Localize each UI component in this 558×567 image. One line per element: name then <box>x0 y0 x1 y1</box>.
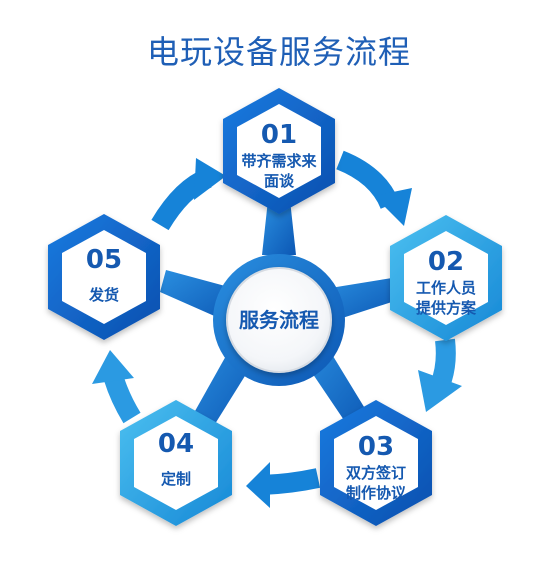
arrow-heads <box>92 158 462 508</box>
step-02-number: 02 <box>428 247 464 277</box>
spoke-to-01 <box>262 200 296 255</box>
arrow-02-to-03 <box>430 338 456 389</box>
step-01-label-line1: 带齐需求来 <box>241 152 317 170</box>
step-03-label-line1: 双方签订 <box>346 464 406 482</box>
step-05-node: 05 发货 <box>48 214 160 340</box>
step-01-label-line2: 面谈 <box>264 172 295 190</box>
step-03-label-line2: 制作协议 <box>346 484 407 502</box>
step-04-hex-inner <box>134 416 218 510</box>
step-03-hex-inner <box>334 416 418 510</box>
step-02-hex-inner <box>404 231 488 325</box>
step-05-number: 05 <box>86 245 122 275</box>
page-title: 电玩设备服务流程 <box>146 33 411 71</box>
arrow-head-02-to-03 <box>418 370 462 412</box>
arrow-03-to-04 <box>261 468 321 495</box>
center-label: 服务流程 <box>239 308 319 332</box>
center-hub-disc <box>226 267 332 373</box>
center-hub: 服务流程 <box>213 254 345 386</box>
step-04-node: 04 定制 <box>120 400 232 526</box>
step-04-label-line1: 定制 <box>161 470 191 488</box>
step-01-node: 01 带齐需求来 面谈 <box>223 88 335 214</box>
step-05-hex-inner <box>62 230 146 324</box>
arrow-head-05-to-01 <box>194 158 226 200</box>
step-02-node: 02 工作人员 提供方案 <box>390 215 502 341</box>
arrow-head-01-to-02 <box>374 188 412 226</box>
step-02-label-line2: 提供方案 <box>416 299 477 317</box>
step-01-hex-inner <box>237 104 321 198</box>
arrow-head-03-to-04 <box>246 462 270 508</box>
step-05-label-line1: 发货 <box>88 286 119 304</box>
step-03-number: 03 <box>358 432 394 462</box>
step-02-label-line1: 工作人员 <box>416 279 476 297</box>
step-03-node: 03 双方签订 制作协议 <box>320 400 432 526</box>
step-04-number: 04 <box>158 429 194 459</box>
step-01-number: 01 <box>261 120 297 150</box>
arrow-head-04-to-05 <box>92 350 134 384</box>
